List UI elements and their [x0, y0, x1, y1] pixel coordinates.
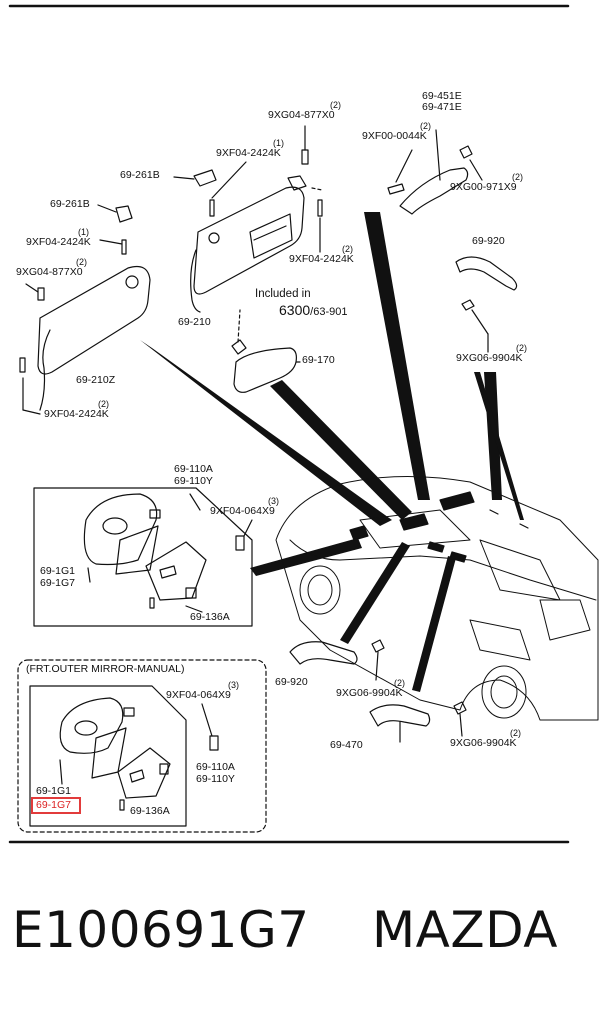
qty-9904-mid: (2): [394, 678, 405, 688]
label-69-471e: 69-471E: [422, 101, 462, 113]
qty-064: (3): [268, 496, 279, 506]
visor-left: [37, 265, 151, 375]
label-9xf04-2424k-c: 9XF04-2424K: [289, 253, 354, 265]
label-69-1g7: 69-1G7: [40, 577, 76, 589]
inset-qty-064: (3): [228, 680, 239, 690]
label-69-110y: 69-110Y: [174, 475, 213, 487]
qty-0044: (2): [420, 121, 431, 131]
mirror-bracket: [145, 541, 207, 601]
clip-261b-left: [115, 205, 133, 223]
label-9xf04-2424k-a: 9XF04-2424K: [216, 147, 281, 159]
label-6300-suffix: /63-901: [310, 306, 348, 318]
assist-grip-470: [369, 704, 431, 727]
qty-877-left: (2): [76, 257, 87, 267]
qty-2424-c: (2): [342, 244, 353, 254]
label-69-110a: 69-110A: [174, 463, 213, 475]
label-69-920-bottom: 69-920: [275, 676, 308, 688]
brand-name: MAZDA: [372, 901, 558, 959]
qty-2424-a: (1): [273, 138, 284, 148]
label-9xf00-0044k: 9XF00-0044K: [362, 130, 427, 142]
label-69-451e: 69-451E: [422, 90, 462, 102]
qty-971: (2): [512, 172, 523, 182]
label-9xf04-064x9: 9XF04-064X9: [210, 505, 275, 517]
label-69-170: 69-170: [302, 354, 335, 366]
label-9xg04-877x0-left: 9XG04-877X0: [16, 266, 83, 278]
part-number: E100691G7: [12, 901, 310, 959]
label-69-261b-left: 69-261B: [50, 198, 90, 210]
inset-label-69-1g1: 69-1G1: [36, 785, 72, 797]
label-69-920-top: 69-920: [472, 235, 505, 247]
qty-877-top: (2): [330, 100, 341, 110]
label-69-470: 69-470: [330, 739, 363, 751]
label-6300-part: 6300: [279, 302, 311, 318]
inset-label-69-110a: 69-110A: [196, 761, 235, 773]
label-9xf04-2424k-b: 9XF04-2424K: [26, 236, 91, 248]
outer-mirror-box: [33, 487, 253, 627]
label-6300: 6300/63-901: [279, 302, 347, 320]
assist-grip-920-top: [455, 256, 518, 291]
label-9xg00-971x9: 9XG00-971X9: [450, 181, 517, 193]
label-9xg06-9904k-top: 9XG06-9904K: [456, 352, 523, 364]
qty-9904-top: (2): [516, 343, 527, 353]
label-69-210z: 69-210Z: [76, 374, 116, 386]
vehicle-body: [275, 476, 599, 721]
qty-2424-b: (1): [78, 227, 89, 237]
qty-2424-d: (2): [98, 399, 109, 409]
label-9xg06-9904k-bottom: 9XG06-9904K: [450, 737, 517, 749]
mirror-housing: [83, 493, 158, 566]
label-69-261b-right: 69-261B: [120, 169, 160, 181]
inset-title: (FRT.OUTER MIRROR-MANUAL): [26, 663, 185, 675]
label-9xg04-877x0-top: 9XG04-877X0: [268, 109, 335, 121]
label-9xf04-2424k-d: 9XF04-2424K: [44, 408, 109, 420]
label-included-in: Included in: [255, 288, 311, 300]
label-69-1g1: 69-1G1: [40, 565, 76, 577]
label-69-136a: 69-136A: [190, 611, 230, 623]
label-9xg06-9904k-mid: 9XG06-9904K: [336, 687, 403, 699]
label-69-210: 69-210: [178, 316, 211, 328]
inset-box: [17, 659, 267, 833]
inset-label-9xf04-064x9: 9XF04-064X9: [166, 689, 231, 701]
inset-label-69-110y: 69-110Y: [196, 773, 235, 785]
mirror-glass: [115, 525, 159, 575]
visor-left-rod: [39, 329, 51, 411]
assist-grip-451e: [399, 167, 469, 215]
qty-9904-bottom: (2): [510, 728, 521, 738]
highlight-box: [31, 797, 81, 814]
clip-261b-right: [193, 169, 217, 187]
inset-label-69-136a: 69-136A: [130, 805, 170, 817]
inset-label-69-1g7-highlighted: 69-1G7: [36, 799, 72, 811]
assist-grip-920-bottom: [289, 641, 358, 665]
